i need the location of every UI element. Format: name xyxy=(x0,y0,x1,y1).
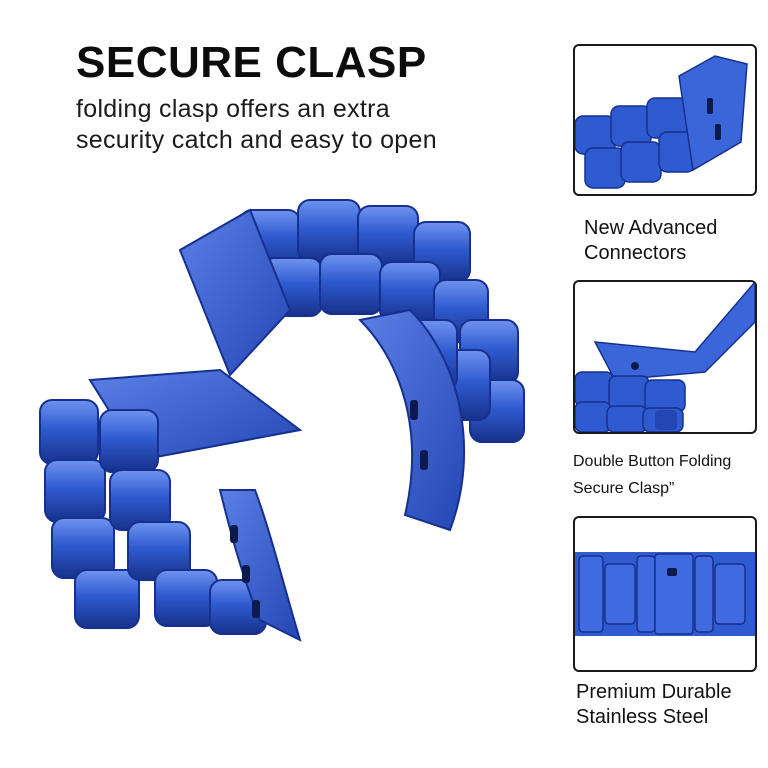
feature-1-line-1: New Advanced xyxy=(584,217,718,239)
feature-2-line-1: Double Button Folding xyxy=(573,453,732,470)
headline: SECURE CLASP xyxy=(76,38,427,87)
band-right-half xyxy=(178,199,525,532)
clasp-closeup-icon xyxy=(575,282,755,432)
feature-1-line-2: Connectors xyxy=(584,242,687,264)
subline-line-1: folding clasp offers an extra xyxy=(76,95,390,123)
steel-links-closeup-icon xyxy=(575,552,755,636)
feature-3-line-1: Premium Durable xyxy=(576,681,732,703)
feature-image-steel xyxy=(573,516,757,672)
subline: folding clasp offers an extra security c… xyxy=(76,94,496,156)
band-left-half xyxy=(39,368,303,642)
feature-caption-clasp: Double Button Folding Secure Clasp” xyxy=(573,448,731,502)
watch-band-image xyxy=(39,199,525,642)
feature-caption-connectors: New Advanced Connectors xyxy=(584,216,717,266)
connector-closeup-icon xyxy=(575,55,748,189)
feature-3-line-2: Stainless Steel xyxy=(576,706,709,728)
feature-image-clasp xyxy=(573,280,757,434)
subline-line-2: security catch and easy to open xyxy=(76,126,437,154)
feature-2-line-2: Secure Clasp” xyxy=(573,480,675,497)
feature-image-connectors xyxy=(573,44,757,196)
feature-caption-steel: Premium Durable Stainless Steel xyxy=(576,680,732,730)
